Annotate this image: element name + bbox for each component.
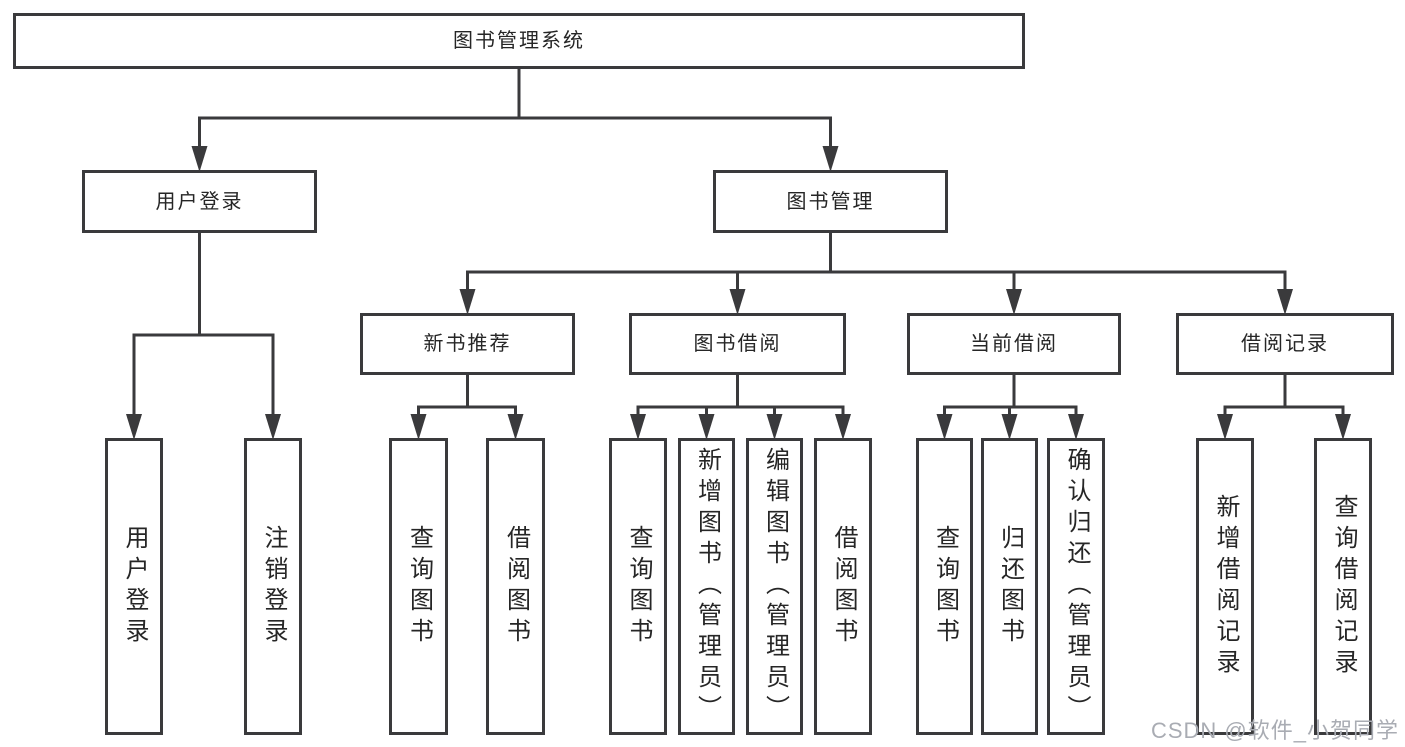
node-edit-books-admin: 编辑图书（管理员） [746, 438, 803, 735]
node-borrow-books: 借阅图书 [814, 438, 872, 735]
watermark: CSDN @软件_小贺同学 [1150, 718, 1399, 743]
node-new-book-recommendation: 新书推荐 [360, 313, 575, 375]
node-borrow-books-label: 借阅图书 [830, 524, 857, 649]
node-new-book-recommendation-label: 新书推荐 [423, 333, 512, 355]
node-query-books-current: 查询图书 [916, 438, 973, 735]
node-query-books-recommend: 查询图书 [389, 438, 448, 735]
arrowhead-icon-borrow-books-2 [835, 414, 851, 440]
node-add-borrow-record: 新增借阅记录 [1196, 438, 1254, 735]
node-borrow-books-recommend-label: 借阅图书 [502, 524, 530, 649]
node-current-borrowing-label: 当前借阅 [970, 333, 1058, 355]
node-book-borrowing: 图书借阅 [629, 313, 846, 375]
node-borrowing-records: 借阅记录 [1176, 313, 1394, 375]
arrowhead-icon-current-borrow [1006, 289, 1022, 315]
arrowhead-icon-logout [265, 414, 281, 440]
node-confirm-return-admin: 确认归还（管理员） [1047, 438, 1105, 735]
node-user-login-label: 用户登录 [155, 190, 244, 213]
node-borrowing-records-label: 借阅记录 [1241, 333, 1329, 355]
arrowhead-icon-user-login [191, 146, 208, 172]
node-user-login-action-label: 用户登录 [121, 524, 148, 649]
arrowhead-icon-login-action [126, 414, 142, 440]
arrowhead-icon-edit-books [766, 414, 783, 440]
node-library-management-system: 图书管理系统 [13, 13, 1025, 69]
node-book-borrowing-label: 图书借阅 [693, 333, 782, 355]
arrowhead-icon-query-books-3 [936, 414, 953, 440]
arrowhead-icon-query-books-1 [410, 414, 427, 440]
node-book-management: 图书管理 [713, 170, 948, 233]
node-return-books: 归还图书 [981, 438, 1038, 735]
node-add-books-admin-label: 新增图书（管理员） [693, 447, 721, 726]
arrowhead-icon-return-books [1001, 414, 1018, 440]
node-logout-label: 注销登录 [260, 524, 287, 649]
node-add-borrow-record-label: 新增借阅记录 [1212, 493, 1239, 680]
node-query-books-borrow-label: 查询图书 [625, 524, 652, 649]
arrowhead-icon-query-books-2 [630, 414, 646, 440]
node-query-books-recommend-label: 查询图书 [405, 524, 433, 649]
node-logout: 注销登录 [244, 438, 302, 735]
node-query-books-borrow: 查询图书 [609, 438, 667, 735]
arrowhead-icon-book-borrow [729, 289, 746, 315]
node-add-books-admin: 新增图书（管理员） [678, 438, 735, 735]
arrowhead-icon-borrow-records [1277, 289, 1293, 315]
arrowhead-icon-new-book [459, 289, 476, 315]
arrowhead-icon-query-borrow-rec [1335, 414, 1351, 440]
node-user-login-action: 用户登录 [105, 438, 163, 735]
node-book-management-label: 图书管理 [786, 190, 875, 213]
arrowhead-icon-confirm-return [1068, 414, 1084, 440]
arrowhead-icon-add-books [698, 414, 715, 440]
node-query-borrow-record: 查询借阅记录 [1314, 438, 1372, 735]
node-edit-books-admin-label: 编辑图书（管理员） [761, 447, 789, 726]
node-confirm-return-admin-label: 确认归还（管理员） [1063, 447, 1090, 726]
node-return-books-label: 归还图书 [996, 524, 1024, 649]
node-borrow-books-recommend: 借阅图书 [486, 438, 545, 735]
node-library-management-system-label: 图书管理系统 [453, 30, 585, 52]
arrowhead-icon-book-mgmt [822, 146, 839, 172]
node-query-borrow-record-label: 查询借阅记录 [1330, 493, 1357, 680]
node-current-borrowing: 当前借阅 [907, 313, 1121, 375]
node-user-login: 用户登录 [82, 170, 317, 233]
arrowhead-icon-borrow-books-1 [507, 414, 524, 440]
node-query-books-current-label: 查询图书 [931, 524, 959, 649]
arrowhead-icon-add-borrow-rec [1217, 414, 1233, 440]
